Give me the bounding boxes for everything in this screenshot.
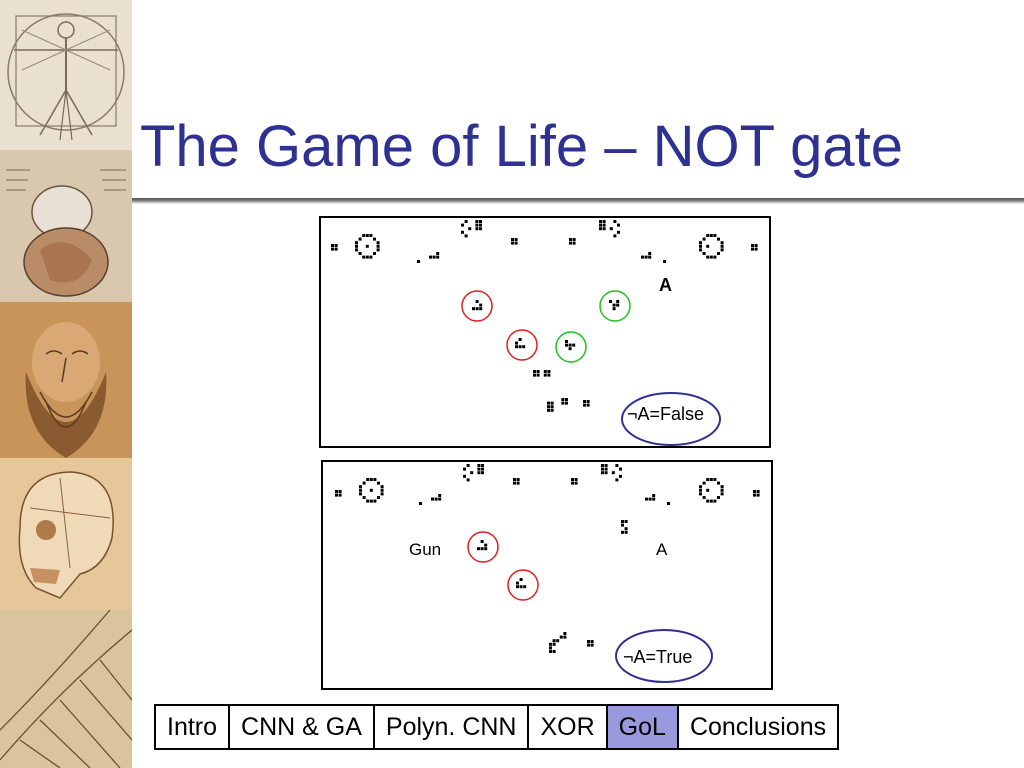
cell-fragment (429, 252, 440, 259)
title-divider (132, 198, 1024, 204)
output-not-a-false-label: ¬A=False (627, 404, 705, 424)
input-glider-circle-1 (599, 290, 631, 322)
portrait-icon (0, 302, 132, 458)
cell-block (511, 238, 518, 245)
wing-sketch-panel (0, 609, 132, 768)
gun-glider-circle-2 (506, 329, 538, 361)
output-highlight-circle (615, 629, 713, 683)
cell-oscillator (359, 478, 384, 503)
output-not-a-true-label: ¬A=True (623, 647, 693, 667)
cell-block (753, 490, 760, 497)
glider (515, 338, 526, 349)
skull-icon (0, 458, 132, 610)
skull-sketch-panel (0, 458, 132, 610)
gun-left (461, 220, 482, 238)
glider (609, 300, 620, 311)
nav-item-intro[interactable]: Intro (156, 706, 231, 748)
cell-dot (417, 260, 420, 263)
gun-label: Gun (409, 540, 442, 559)
cell-fragment (645, 494, 656, 501)
gun-glider-circle-1 (467, 531, 499, 563)
cell-block (335, 490, 342, 497)
cell-block (569, 238, 576, 245)
output-cells (547, 398, 568, 412)
not-gate-diagram-a-false: Gun A ¬A=True (321, 460, 773, 690)
glider (516, 578, 527, 589)
gun-glider-circle-2 (507, 569, 539, 601)
input-a-label: A (659, 275, 672, 295)
input-glider-circle-2 (555, 331, 587, 363)
cell-dot (663, 260, 666, 263)
nav-item-cnn-ga[interactable]: CNN & GA (230, 706, 375, 748)
output-block (583, 400, 590, 407)
cell-fragment (641, 252, 652, 259)
embryo-icon (0, 150, 132, 302)
glider (472, 300, 483, 311)
cell-oscillator (699, 478, 724, 503)
not-gate-diagram-a-true: A ¬A=False (319, 216, 771, 448)
cell-fragment (431, 494, 442, 501)
cell-oscillator (355, 234, 380, 259)
cell-dot (667, 502, 670, 505)
collision-debris (533, 370, 551, 377)
glider (477, 540, 488, 551)
cell-block (751, 244, 758, 251)
gun-left (463, 464, 484, 482)
input-glider (621, 520, 628, 534)
input-a-label: A (656, 540, 668, 559)
cell-block (571, 478, 578, 485)
game-of-life-cells-top (331, 220, 758, 446)
slide-title: The Game of Life – NOT gate (140, 114, 903, 179)
nav-item-gol[interactable]: GoL (607, 706, 679, 748)
cell-dot (419, 502, 422, 505)
output-highlight-circle (621, 392, 721, 446)
cell-oscillator (699, 234, 724, 259)
output-cells (549, 632, 567, 653)
cell-block (331, 244, 338, 251)
game-of-life-cells-bottom (335, 464, 760, 683)
wing-icon (0, 609, 132, 768)
nav-item-polyn-cnn[interactable]: Polyn. CNN (375, 706, 530, 748)
cell-block (513, 478, 520, 485)
glider (565, 340, 576, 351)
section-nav-bar: Intro CNN & GA Polyn. CNN XOR GoL Conclu… (154, 704, 840, 750)
vitruvian-icon (0, 0, 132, 150)
gun-glider-circle-1 (461, 290, 493, 322)
vitruvian-sketch-panel (0, 0, 132, 150)
portrait-sketch-panel (0, 302, 132, 458)
nav-item-conclusions[interactable]: Conclusions (689, 713, 827, 741)
embryo-sketch-panel (0, 150, 132, 302)
gun-right (599, 220, 620, 238)
sidebar-artwork (0, 0, 132, 768)
gun-right (601, 464, 622, 482)
output-block (587, 640, 594, 647)
nav-item-xor[interactable]: XOR (529, 706, 608, 748)
